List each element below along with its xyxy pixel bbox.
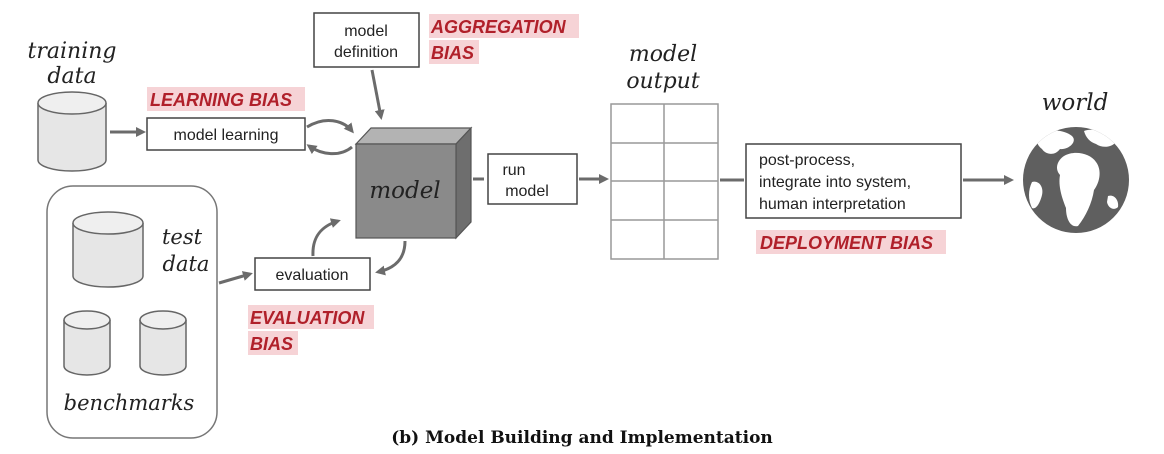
model-to-learning-arrow — [306, 144, 353, 156]
model-definition-box — [313, 12, 420, 68]
post-process-box — [745, 143, 962, 219]
model-output-label-line1: model — [629, 42, 697, 67]
tests-to-evaluation-arrow — [218, 271, 253, 285]
post-process-label-line1: post-process, — [759, 152, 855, 169]
world-label: world — [1042, 90, 1109, 116]
evaluation-bias-label-line1: EVALUATION — [250, 308, 365, 328]
evaluation-bias-highlight-2 — [248, 331, 298, 355]
training-data-label-line1: training — [28, 39, 117, 64]
benchmarks-label: benchmarks — [64, 391, 195, 415]
aggregation-bias-label-line1: AGGREGATION — [430, 17, 567, 37]
model-cube — [354, 126, 473, 240]
aggregation-bias-highlight-2 — [429, 40, 479, 64]
figure-caption: (b) Model Building and Implementation — [391, 428, 773, 448]
model-definition-label-line2: definition — [334, 44, 398, 61]
model-definition-label-line1: model — [344, 23, 388, 40]
post-process-label-line2: integrate into system, — [759, 174, 911, 191]
evaluation-bias-label-line2: BIAS — [250, 334, 293, 354]
test-data-label-line2: data — [163, 252, 210, 276]
deployment-bias-label: DEPLOYMENT BIAS — [760, 233, 933, 253]
model-output-label-line2: output — [626, 69, 700, 94]
evaluation-to-model-arrow — [311, 218, 341, 257]
run-model-box — [487, 153, 578, 205]
training-data-cylinder-icon — [37, 91, 107, 172]
training-data-label-line2: data — [47, 64, 96, 89]
learning-bias-label: LEARNING BIAS — [150, 90, 292, 110]
model-label: model — [369, 178, 440, 204]
evaluation-bias-highlight-1 — [248, 305, 374, 329]
model-to-evaluation-arrow — [375, 240, 407, 276]
evaluation-label: evaluation — [276, 267, 349, 284]
model-learning-box — [146, 117, 306, 151]
globe-icon — [1023, 127, 1129, 233]
learning-bias-highlight — [147, 87, 305, 111]
run-model-label-line1: run — [502, 162, 525, 179]
learning-to-model-arrow — [306, 119, 354, 134]
benchmark-cylinder-1-icon — [63, 310, 111, 376]
aggregation-bias-highlight-1 — [429, 14, 579, 38]
definition-to-model-arrow — [370, 69, 385, 120]
model-learning-label: model learning — [174, 127, 279, 144]
model-output-table — [610, 103, 719, 260]
deployment-bias-highlight — [756, 230, 946, 254]
test-data-cylinder-icon — [72, 211, 144, 288]
test-data-label-line1: test — [162, 225, 203, 249]
benchmark-cylinder-2-icon — [139, 310, 187, 376]
evaluation-box — [254, 257, 371, 291]
aggregation-bias-label-line2: BIAS — [431, 43, 474, 63]
run-model-label-line2: model — [505, 183, 549, 200]
post-process-label-line3: human interpretation — [759, 196, 906, 213]
